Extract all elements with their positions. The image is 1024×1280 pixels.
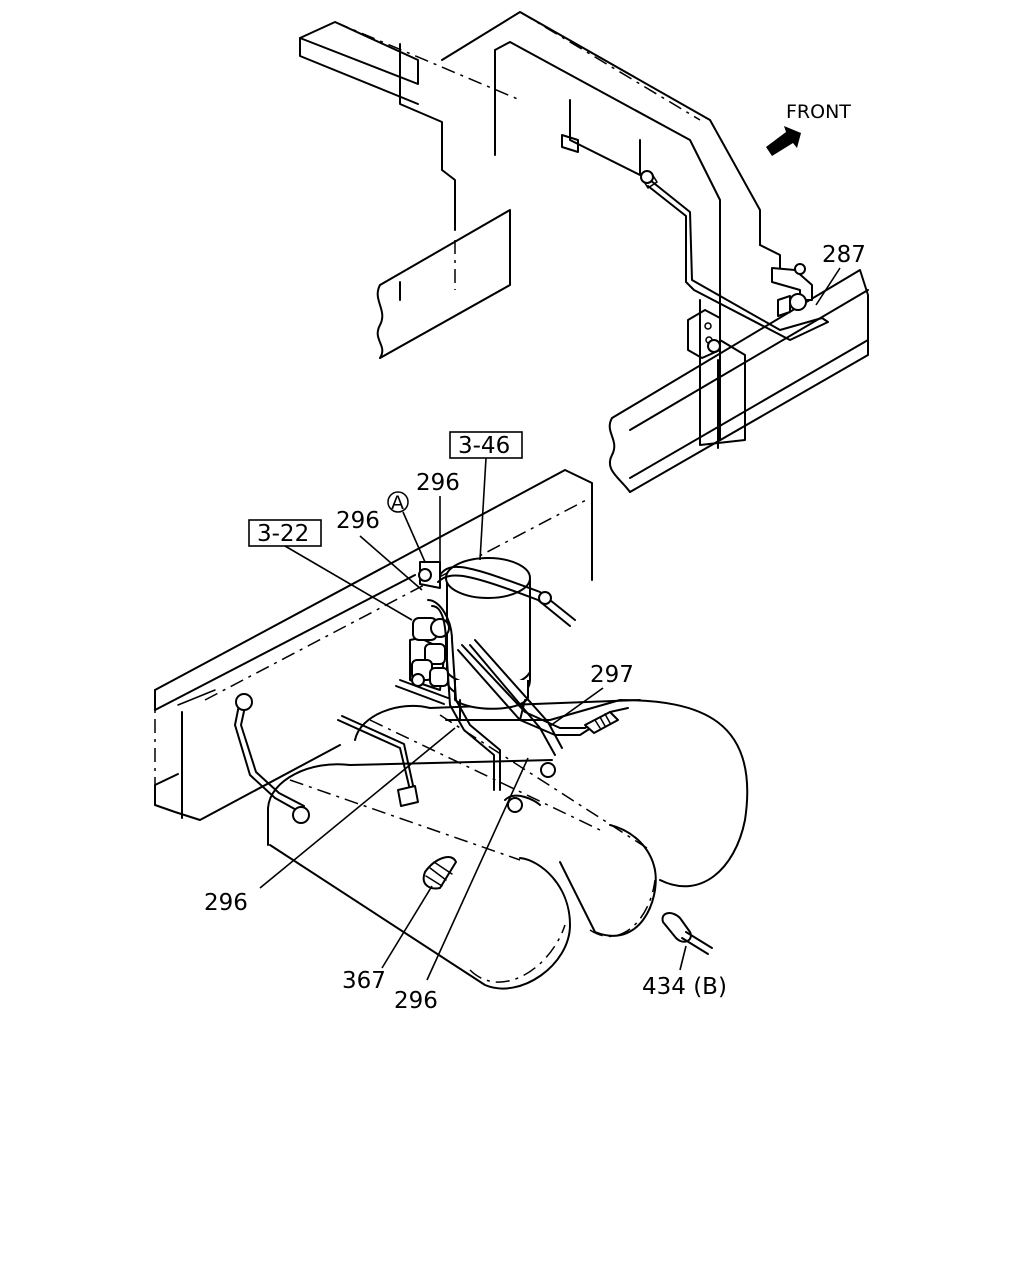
plug-367 [422,856,457,890]
pipes-296-297 [234,565,629,824]
callouts: 287 3-46 296 A 296 3-22 297 296 367 296 [204,242,866,1014]
detail-marker: A [391,492,404,514]
callout-434-b: 434 (B) [642,974,727,1000]
callout-297: 297 [590,662,634,688]
pipe-287 [640,170,829,341]
air-tanks [267,699,749,990]
clip-434 [661,912,713,955]
callout-296-top: 296 [416,470,460,496]
valve-block [409,561,450,691]
detail-circle-icon [387,491,409,513]
callout-367: 367 [342,968,386,994]
callout-287: 287 [822,242,866,268]
callout-296-bottom: 296 [394,988,438,1014]
front-arrow: FRONT [766,101,851,156]
lower-frame-rail [154,469,593,821]
front-arrow-icon [766,126,801,156]
callout-296-left: 296 [336,508,380,534]
front-label: FRONT [786,101,851,123]
ref-3-22: 3-22 [257,521,309,547]
callout-296-bottom-left: 296 [204,890,248,916]
upper-frame-assembly [299,11,869,493]
ref-3-46: 3-46 [458,433,510,459]
